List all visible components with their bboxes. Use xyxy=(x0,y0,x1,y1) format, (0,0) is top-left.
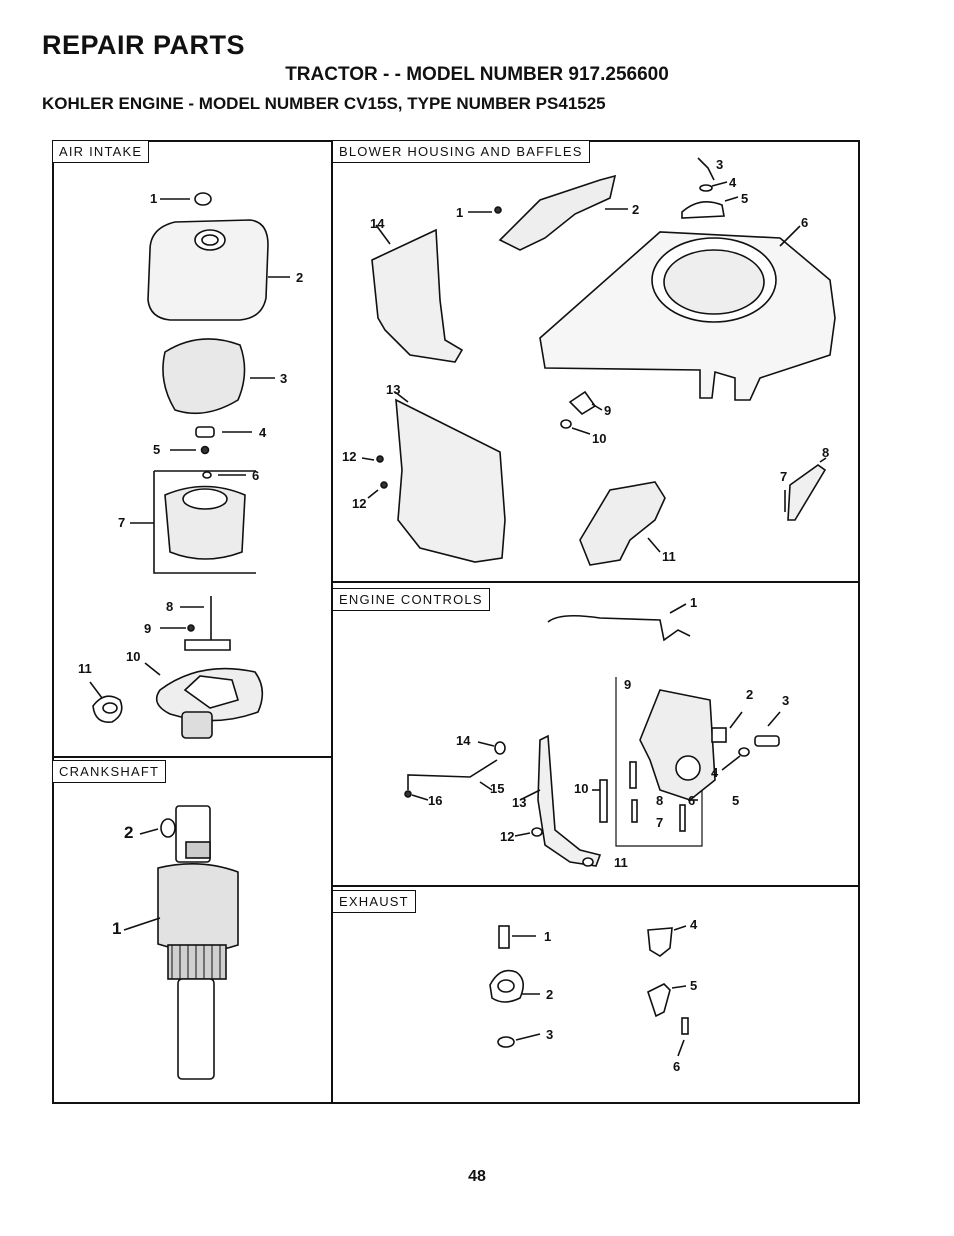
callout-air-intake: 5 xyxy=(153,442,161,457)
callout-blower: 14 xyxy=(370,216,385,231)
callout-air-intake: 10 xyxy=(126,649,141,664)
crankshaft-parts xyxy=(123,805,239,1080)
callout-exhaust: 2 xyxy=(546,987,554,1002)
page-title: REPAIR PARTS xyxy=(42,30,246,60)
air-intake-parts xyxy=(89,192,290,739)
callout-engine-controls: 2 xyxy=(746,687,754,702)
callout-crankshaft: 1 xyxy=(112,919,122,938)
callout-exhaust: 4 xyxy=(690,917,698,932)
callout-blower: 7 xyxy=(780,469,788,484)
callout-exhaust: 6 xyxy=(673,1059,681,1074)
callout-blower: 9 xyxy=(604,403,612,418)
section-dividers xyxy=(52,140,860,1104)
callout-engine-controls: 13 xyxy=(512,795,527,810)
section-label-air-intake: AIR INTAKE xyxy=(52,140,150,163)
callout-blower: 4 xyxy=(729,175,737,190)
callout-engine-controls: 6 xyxy=(688,793,696,808)
callout-blower: 12 xyxy=(352,496,367,511)
callout-air-intake: 9 xyxy=(144,621,152,636)
callout-engine-controls: 11 xyxy=(614,855,628,870)
callout-blower: 6 xyxy=(801,215,809,230)
callout-exhaust: 5 xyxy=(690,978,698,993)
callout-exhaust: 3 xyxy=(546,1027,554,1042)
callout-engine-controls: 3 xyxy=(782,693,790,708)
callout-engine-controls: 16 xyxy=(428,793,443,808)
callout-air-intake: 8 xyxy=(166,599,174,614)
callout-blower: 1 xyxy=(456,205,464,220)
callout-blower: 3 xyxy=(716,157,724,172)
exhaust-parts xyxy=(489,925,689,1057)
callout-crankshaft: 2 xyxy=(124,823,134,842)
callout-air-intake: 7 xyxy=(118,515,126,530)
callout-engine-controls: 4 xyxy=(711,765,719,780)
engine-controls-parts xyxy=(404,603,781,867)
callout-engine-controls: 12 xyxy=(500,829,515,844)
callout-air-intake: 6 xyxy=(252,468,260,483)
callout-engine-controls: 15 xyxy=(490,781,505,796)
callout-blower: 8 xyxy=(822,445,830,460)
callout-engine-controls: 10 xyxy=(574,781,589,796)
blower-housing-parts xyxy=(361,157,836,566)
callout-exhaust: 1 xyxy=(544,929,552,944)
callout-engine-controls: 5 xyxy=(732,793,740,808)
section-label-crankshaft: CRANKSHAFT xyxy=(52,760,167,783)
page-number: 48 xyxy=(468,1168,486,1185)
callout-blower: 5 xyxy=(741,191,749,206)
callout-engine-controls: 7 xyxy=(656,815,664,830)
callout-blower: 12 xyxy=(342,449,357,464)
callout-air-intake: 4 xyxy=(259,425,267,440)
callout-air-intake: 3 xyxy=(280,371,288,386)
callout-air-intake: 1 xyxy=(150,191,158,206)
callout-engine-controls: 8 xyxy=(656,793,664,808)
section-label-blower-housing: BLOWER HOUSING AND BAFFLES xyxy=(332,140,590,163)
callout-blower: 11 xyxy=(662,549,676,564)
callout-blower: 10 xyxy=(592,431,607,446)
callout-engine-controls: 1 xyxy=(690,595,698,610)
callout-engine-controls: 14 xyxy=(456,733,471,748)
section-label-engine-controls: ENGINE CONTROLS xyxy=(332,588,490,611)
callout-blower: 13 xyxy=(386,382,401,397)
callout-air-intake: 2 xyxy=(296,270,304,285)
section-label-exhaust: EXHAUST xyxy=(332,890,416,913)
callout-blower: 2 xyxy=(632,202,640,217)
callout-engine-controls: 9 xyxy=(624,677,632,692)
engine-model-heading: KOHLER ENGINE - MODEL NUMBER CV15S, TYPE… xyxy=(42,94,606,113)
tractor-model-heading: TRACTOR - - MODEL NUMBER 917.256600 xyxy=(285,64,669,85)
callout-air-intake: 11 xyxy=(78,661,92,676)
